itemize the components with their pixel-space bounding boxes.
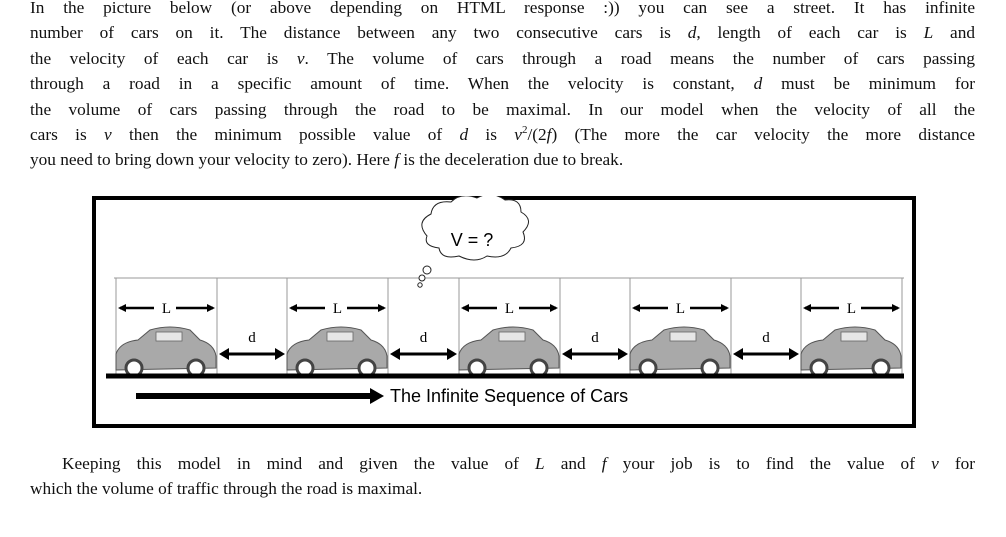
car-window [326,331,354,342]
problem-statement: In the picture below (or above depending… [30,0,975,173]
car-body [115,326,217,371]
arrowhead [789,348,799,360]
arrowhead [733,348,743,360]
text-line: the velocity of each car is v. The volum… [30,46,975,71]
text-segment: Keeping this model in mind and given the… [62,454,535,473]
cars-group: Ld Ld Ld Ld L [115,278,903,378]
text-segment: for [938,454,975,473]
direction-arrow [136,388,384,404]
text-segment: . The volume of cars through a road mean… [304,48,976,68]
math-symbol: d [753,74,763,94]
car-window [498,331,526,342]
car-body [286,326,388,371]
text-segment: ) (The more the car velocity the more di… [551,124,976,144]
text-segment: through a road in a specific amount of t… [30,74,754,94]
text-segment: and [544,454,602,473]
figure-caption: The Infinite Sequence of Cars [390,386,628,406]
gap-label: d [762,330,770,346]
text-segment: /(2 [527,124,547,144]
text-segment: is the deceleration due to break. [399,150,624,170]
text-segment: you need to bring down your velocity to … [30,150,395,170]
arrowhead [275,348,285,360]
text-segment: number of cars on it. The distance betwe… [30,23,688,43]
car-length-label: L [505,301,514,317]
math-symbol: v [931,454,939,473]
task-statement: Keeping this model in mind and given the… [30,451,975,502]
gap-label: d [591,330,599,346]
car-body [800,326,902,371]
car-body [458,326,560,371]
car-length-label: L [676,301,685,317]
arrowhead [550,304,558,312]
arrowhead [289,304,297,312]
arrowhead [618,348,628,360]
math-symbol: v [514,124,522,144]
math-symbol: d [459,124,469,144]
car-window [840,331,868,342]
car-length-label: L [847,301,856,317]
arrowhead [892,304,900,312]
math-symbol: L [923,23,934,43]
arrowhead [207,304,215,312]
text-segment: the volume of cars passing through the r… [30,99,975,119]
car-window [155,331,183,342]
arrowhead [219,348,229,360]
math-symbol: f [394,150,400,170]
math-symbol: L [535,454,545,473]
text-line: In the picture below (or above depending… [30,0,975,20]
figure-border [92,196,916,428]
math-symbol: d [687,23,697,43]
car-body [629,326,731,371]
text-segment: must be minimum for [762,74,975,94]
superscript: 2 [521,124,528,137]
car-length-label: L [333,301,342,317]
text-line: cars is v then the minimum possible valu… [30,122,975,147]
text-line: through a road in a specific amount of t… [30,71,975,96]
thought-bubble-text: V = ? [451,230,494,250]
thought-bubble: V = ? [417,196,529,288]
text-line: you need to bring down your velocity to … [30,147,975,172]
cars-figure: Ld Ld Ld Ld L V = ? The Infinite Sequence of… [92,196,916,428]
text-segment: and [933,23,975,43]
text-segment: cars is [30,124,104,144]
math-symbol: v [296,48,305,68]
text-line: number of cars on it. The distance betwe… [30,20,975,45]
arrowhead [803,304,811,312]
arrowhead [447,348,457,360]
text-line: which the volume of traffic through the … [30,476,975,501]
text-line: the volume of cars passing through the r… [30,97,975,122]
text-segment: then the minimum possible value of [111,124,460,144]
arrowhead [721,304,729,312]
arrowhead [562,348,572,360]
text-segment: is [468,124,515,144]
math-symbol: f [601,454,607,473]
car-window [669,331,697,342]
math-symbol: v [104,124,112,144]
text-segment: , length of each car is [696,23,924,43]
arrowhead [461,304,469,312]
text-segment: the velocity of each car is [30,48,297,68]
arrowhead [118,304,126,312]
gap-label: d [420,330,428,346]
text-line: Keeping this model in mind and given the… [30,451,975,476]
car-length-label: L [162,301,171,317]
text-segment: which the volume of traffic through the … [30,479,423,499]
gap-label: d [248,330,256,346]
text-segment: In the picture below (or above depending… [30,0,975,17]
arrowhead [632,304,640,312]
arrowhead [378,304,386,312]
math-symbol: f [546,124,552,144]
arrowhead [390,348,400,360]
text-segment: your job is to find the value of [606,454,932,473]
